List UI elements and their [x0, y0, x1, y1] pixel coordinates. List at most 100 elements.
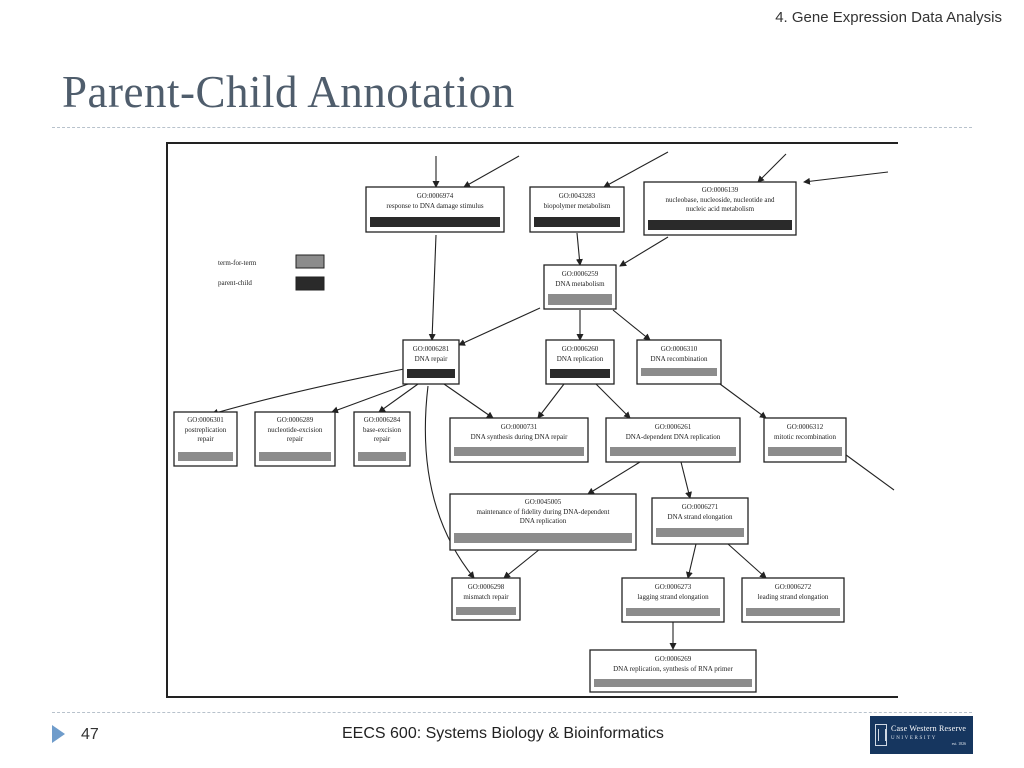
edge: [587, 461, 641, 495]
go-term-node: GO:0000731 DNA synthesis during DNA repa…: [449, 417, 589, 463]
incoming-edge: [463, 155, 520, 188]
go-term-name: leading strand elongation: [758, 593, 829, 601]
go-term-node: GO:0006284 base-excision repair: [353, 411, 411, 467]
go-term-name: nucleobase, nucleoside, nucleotide and: [665, 196, 775, 204]
go-term-name: base-excision: [363, 426, 402, 434]
go-term-node: GO:0006259 DNA metabolism: [543, 264, 617, 310]
go-term-node: GO:0006289 nucleotide-excision repair: [254, 411, 336, 467]
annotation-bar: [641, 368, 717, 376]
go-term-node: GO:0006301 postreplication repair: [173, 411, 238, 467]
logo-name: Case Western Reserve: [891, 723, 967, 733]
go-term-id: GO:0043283: [559, 192, 596, 200]
footer-divider: [52, 712, 972, 713]
go-term-name: repair: [374, 435, 391, 443]
go-term-node: GO:0006298 mismatch repair: [451, 577, 521, 621]
annotation-bar: [454, 447, 584, 456]
edge: [503, 548, 541, 579]
nodes-layer: GO:0006974 response to DNA damage stimul…: [173, 181, 847, 693]
go-term-node: GO:0006974 response to DNA damage stimul…: [365, 186, 505, 233]
legend-label-term-for-term: term-for-term: [218, 259, 257, 267]
annotation-bar: [594, 679, 752, 687]
annotation-bar: [548, 294, 612, 305]
go-term-id: GO:0006261: [655, 423, 692, 431]
annotation-bar: [454, 533, 632, 543]
course-name: EECS 600: Systems Biology & Bioinformati…: [342, 725, 664, 742]
edge: [685, 543, 697, 579]
go-term-name: DNA repair: [415, 355, 449, 363]
legend-swatch-parent-child: [295, 276, 325, 291]
go-term-name: maintenance of fidelity during DNA-depen…: [477, 508, 610, 516]
legend-label-parent-child: parent-child: [218, 279, 252, 287]
go-term-id: GO:0006259: [562, 270, 599, 278]
go-term-node: GO:0045005 maintenance of fidelity durin…: [449, 493, 637, 551]
go-term-name: mismatch repair: [463, 593, 509, 601]
go-term-id: GO:0006298: [468, 583, 505, 591]
go-term-id: GO:0006260: [562, 345, 599, 353]
go-term-name: DNA-dependent DNA replication: [626, 433, 721, 441]
edge: [537, 383, 565, 419]
university-logo: Case Western Reserve UNIVERSITY est. 182…: [870, 716, 973, 754]
go-term-name: DNA replication: [520, 517, 567, 525]
incoming-edge: [603, 151, 669, 188]
go-term-id: GO:0006281: [413, 345, 450, 353]
slide-nav-arrow-icon: [52, 725, 65, 743]
title-divider: [52, 127, 972, 128]
logo-established: est. 1826: [951, 740, 967, 746]
incoming-edge: [757, 153, 787, 183]
annotation-bar: [178, 452, 233, 461]
slide-title: Parent-Child Annotation: [62, 67, 515, 117]
edges-layer: [211, 232, 895, 650]
go-term-name: nucleotide-excision: [268, 426, 323, 434]
university-crest-icon: [875, 724, 887, 746]
annotation-bar: [626, 608, 720, 616]
annotation-bar: [550, 369, 610, 378]
annotation-bar: [534, 217, 620, 227]
edge: [428, 234, 437, 341]
go-term-id: GO:0006272: [775, 583, 812, 591]
edge: [211, 368, 405, 416]
edge: [424, 385, 475, 579]
go-term-node: GO:0006260 DNA replication: [545, 339, 615, 385]
go-term-node: GO:0043283 biopolymer metabolism: [529, 186, 625, 233]
go-term-id: GO:0006284: [364, 416, 401, 424]
go-diagram: term-for-term parent-child GO:0006974 re…: [166, 142, 898, 698]
edge: [378, 383, 419, 413]
page-number: 47: [81, 726, 99, 743]
go-term-name: repair: [197, 435, 214, 443]
go-term-name: DNA replication, synthesis of RNA primer: [613, 665, 733, 673]
section-label: 4. Gene Expression Data Analysis: [775, 9, 1002, 26]
go-term-id: GO:0006139: [702, 186, 739, 194]
outgoing-edge: [841, 451, 895, 491]
edge: [612, 309, 651, 341]
edge: [331, 383, 409, 414]
edge: [443, 383, 494, 419]
go-term-name: postreplication: [185, 426, 227, 434]
legend: term-for-term parent-child: [218, 254, 325, 291]
annotation-bar: [407, 369, 455, 378]
go-term-node: GO:0006261 DNA-dependent DNA replication: [605, 417, 741, 463]
go-term-node: GO:0006273 lagging strand elongation: [621, 577, 725, 623]
go-term-name: DNA replication: [557, 355, 604, 363]
go-term-id: GO:0006273: [655, 583, 692, 591]
annotation-bar: [259, 452, 331, 461]
edge: [619, 236, 669, 267]
edge: [727, 543, 767, 579]
go-term-id: GO:0006310: [661, 345, 698, 353]
go-term-name: response to DNA damage stimulus: [386, 202, 483, 210]
go-term-id: GO:0006271: [682, 503, 719, 511]
incoming-edges: [432, 151, 889, 188]
annotation-bar: [768, 447, 842, 456]
go-term-name: repair: [287, 435, 304, 443]
annotation-bar: [648, 220, 792, 230]
edge: [595, 383, 631, 419]
go-term-node: GO:0006310 DNA recombination: [636, 339, 722, 385]
incoming-edge: [803, 171, 889, 185]
go-term-name: DNA synthesis during DNA repair: [471, 433, 568, 441]
annotation-bar: [656, 528, 744, 537]
go-term-id: GO:0006312: [787, 423, 824, 431]
go-term-id: GO:0045005: [525, 498, 562, 506]
legend-swatch-term-for-term: [295, 254, 325, 269]
go-term-node: GO:0006272 leading strand elongation: [741, 577, 845, 623]
go-term-id: GO:0006301: [187, 416, 224, 424]
edge: [680, 461, 692, 499]
